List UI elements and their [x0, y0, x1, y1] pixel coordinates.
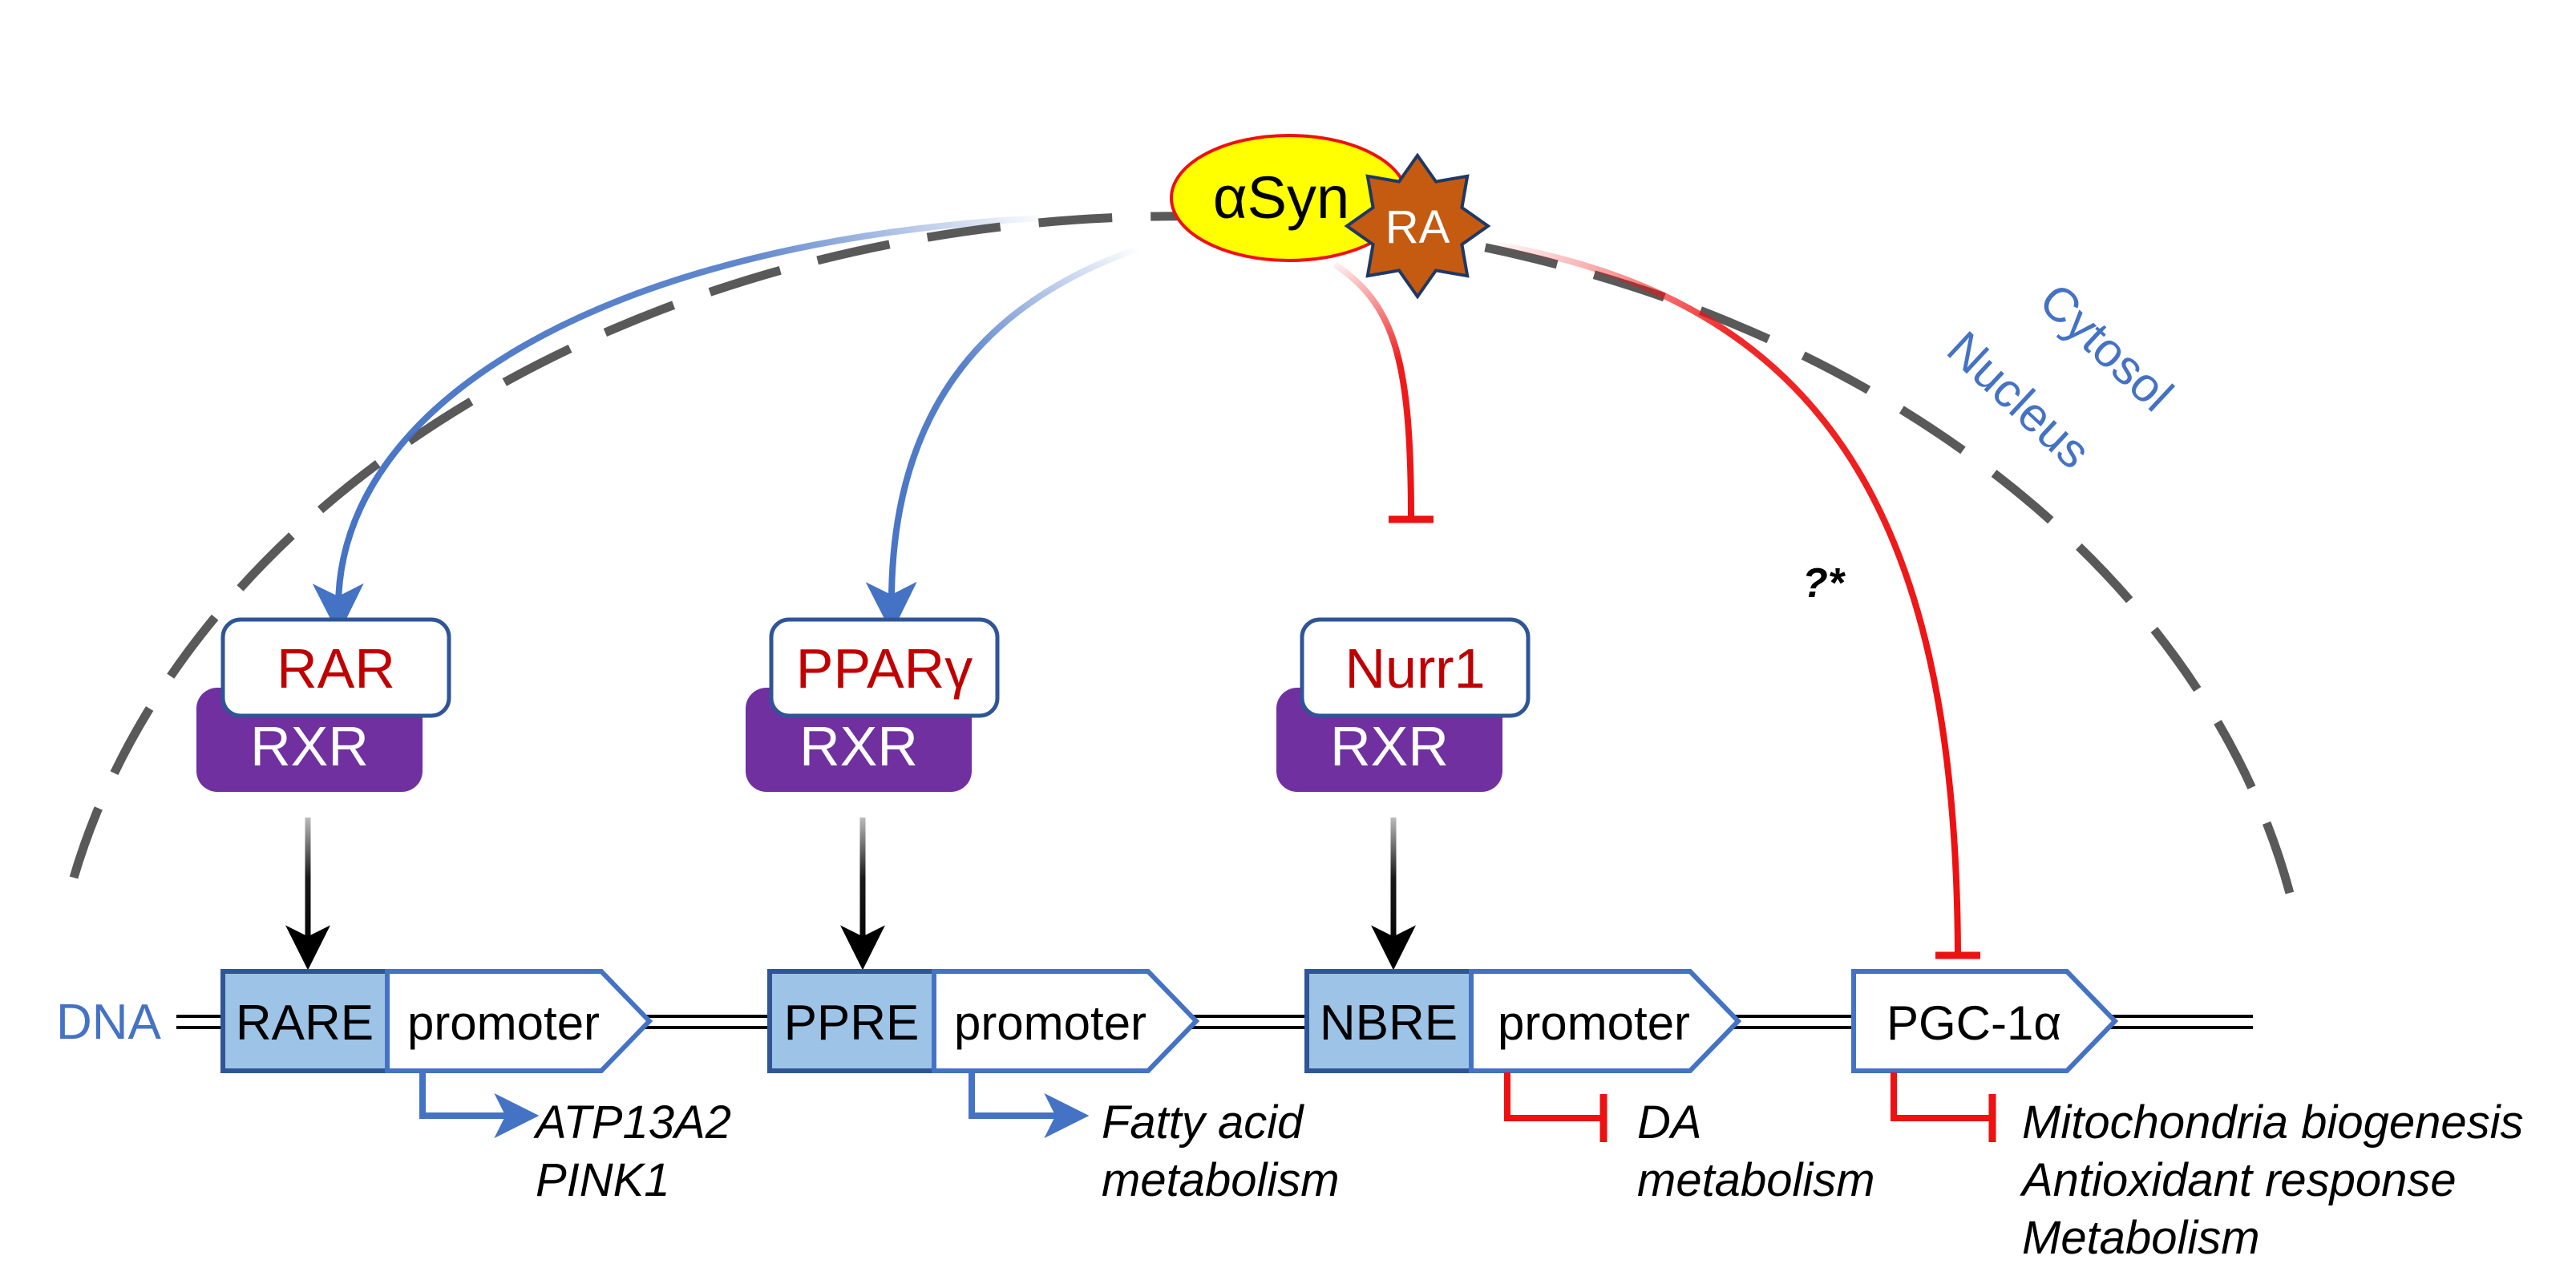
nurr1-box [1300, 617, 1531, 718]
promoter-arrow [385, 969, 653, 1073]
gene-unit-rare: RARE promoter [220, 969, 653, 1073]
asyn-label: αSyn [1213, 164, 1349, 231]
gene-unit-nbre: NBRE promoter [1304, 969, 1742, 1073]
nurr1-label: Nurr1 [1345, 637, 1485, 700]
inhibition-asyn-to-nurr1 [1332, 261, 1414, 520]
ra-label: RA [1385, 201, 1450, 253]
nuclear-envelope [69, 212, 2298, 907]
promoter-label: promoter [1498, 996, 1690, 1050]
nbre-label: NBRE [1320, 995, 1458, 1051]
output-inhibition-pgc [1891, 1072, 1992, 1121]
inhibition-asyn-to-pgc [1494, 241, 1961, 955]
pgc-label: PGC-1α [1887, 996, 2061, 1050]
output-label-da: DA metabolism [1637, 1096, 1875, 1206]
ppar-box [769, 617, 1000, 718]
promoter-label: promoter [954, 996, 1146, 1050]
ppre-label: PPRE [784, 995, 920, 1051]
ppar-label: PPARγ [796, 637, 973, 700]
pgc-arrow [1851, 969, 2119, 1073]
receptor-complex-rar: RXR RAR [196, 617, 451, 792]
gene-unit-pgc1a: PGC-1α [1851, 969, 2119, 1073]
arrow-asyn-to-rar [312, 215, 1043, 635]
output-label-atp13a2: ATP13A2 PINK1 [533, 1096, 744, 1206]
output-label-fatty-acid: Fatty acid metabolism [1102, 1096, 1340, 1206]
rxr-label: RXR [799, 715, 918, 777]
dna-label: DNA [56, 995, 162, 1050]
rar-label: RAR [277, 637, 395, 700]
output-inhibition-da [1504, 1072, 1603, 1121]
output-arrow-atp13a2 [419, 1072, 540, 1138]
nbre-box [1304, 969, 1474, 1073]
arrow-asyn-to-ppar [865, 245, 1140, 633]
ppre-box [767, 969, 936, 1073]
gene-unit-ppre: PPRE promoter [767, 969, 1200, 1073]
output-label-pgc: Mitochondria biogenesis Antioxidant resp… [2020, 1096, 2537, 1264]
rxr-label: RXR [1330, 715, 1449, 777]
star-octagram-icon [1344, 152, 1491, 300]
question-annotation: ?* [1802, 560, 1846, 607]
rar-box [220, 617, 451, 718]
rare-label: RARE [236, 995, 374, 1051]
promoter-arrow [1469, 969, 1742, 1073]
receptor-complex-ppar: RXR PPARγ [746, 617, 1000, 792]
receptor-complex-nurr1: RXR Nurr1 [1276, 617, 1531, 792]
output-arrow-fatty-acid [969, 1072, 1090, 1138]
promoter-label: promoter [407, 996, 600, 1050]
rxr-label: RXR [250, 715, 369, 777]
promoter-arrow [932, 969, 1200, 1073]
rare-box [220, 969, 390, 1073]
